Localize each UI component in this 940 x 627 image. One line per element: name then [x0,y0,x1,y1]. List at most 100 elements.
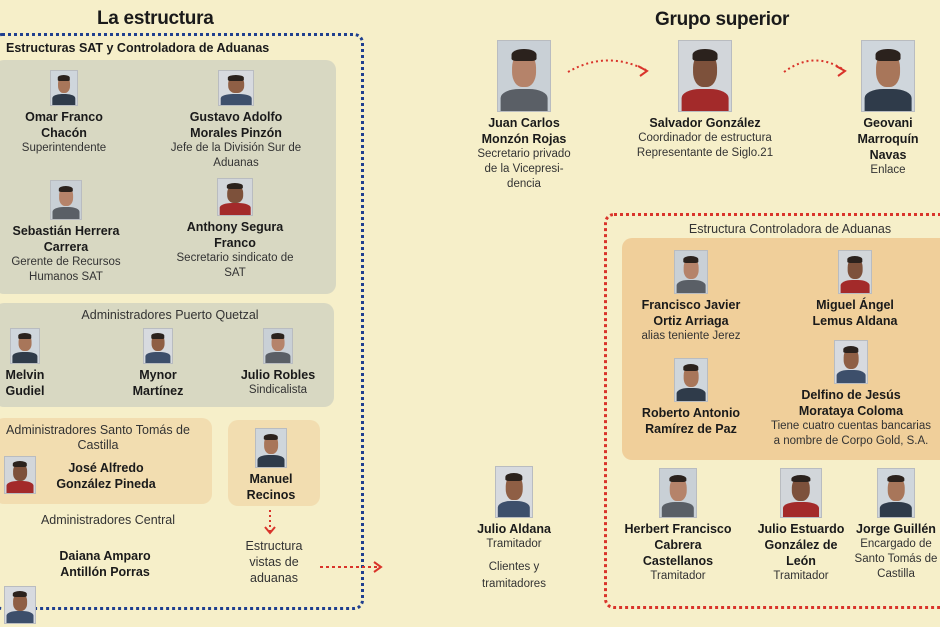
person-name: Juan Carlos Monzón Rojas [481,116,567,146]
person-photo-icon [143,328,173,364]
person-name: Geovani Marroquín Navas [857,116,919,162]
photo-hair [847,256,863,263]
person-role: alias teniente Jerez [641,330,741,342]
photo-shoulders [6,611,34,623]
person-name: Francisco Javier Ortiz Arriaga [641,298,741,328]
clientes-note: Clientes y tramitadores [482,561,546,590]
person-role: Tramitador [650,570,706,582]
photo-head [693,52,717,88]
photo-hair [226,183,244,190]
person-photo-icon [50,180,82,220]
person-photo-icon [838,250,872,294]
person-name: Roberto Antonio Ramírez de Paz [641,406,741,436]
dotted-arrow-icon [320,561,383,573]
dotted-arrow-icon [567,59,649,77]
photo-hair [57,75,71,81]
person-card: Daiana Amparo Antillón Porras [40,548,170,580]
person-role: Secretario privado de la Vicepresi- denc… [477,148,571,190]
photo-head [264,435,278,455]
person-photo-icon [50,70,78,106]
estructura-note: Estructura vistas de aduanas [245,539,303,585]
controladora-label: Estructura Controladora de Aduanas [688,222,892,236]
person-name: Gustavo Adolfo Morales Pinzón [189,110,283,140]
person-name: José Alfredo González Pineda [56,461,156,491]
photo-hair [271,333,285,339]
photo-shoulders [265,352,291,363]
person-name: Omar Franco Chacón [25,110,103,140]
person-photo-icon [678,40,732,112]
person-role: Tramitador [773,570,829,582]
photo-hair [18,333,32,339]
photo-shoulders [220,94,252,105]
person-role: Jefe de la División Sur de Aduanas [170,142,302,169]
right-title: Grupo superior [655,9,790,30]
photo-head [683,257,699,279]
photo-shoulders [6,481,34,493]
left-structure-frame [0,33,364,610]
photo-head [505,475,523,500]
person-card: Salvador González Coordinador de estruct… [625,40,785,161]
person-photo-icon [217,178,253,216]
person-name: Delfino de Jesús Morataya Coloma [798,388,904,418]
person-role: Tramitador [486,538,542,550]
person-card: Julio Robles Sindicalista [228,328,328,398]
photo-head [13,592,27,611]
person-card: Jorge Guillén Encargado de Santo Tomás d… [852,468,940,582]
photo-hair [511,49,537,61]
photo-hair [151,333,165,339]
photo-hair [12,591,28,598]
person-name: Melvin Gudiel [5,368,45,398]
person-photo-icon [10,328,40,364]
photo-head [59,187,73,207]
photo-shoulders [681,88,729,111]
photo-hair [683,256,699,263]
person-role: Gerente de Recursos Humanos SAT [11,256,121,283]
photo-shoulders [52,206,80,219]
photo-head [151,334,165,352]
person-role: Coordinador de estructura Representante … [636,132,774,159]
photo-shoulders [145,352,171,363]
photo-hair [58,185,74,192]
person-photo-icon [495,466,533,518]
sat-section-label: Estructuras SAT y Controladora de Aduana… [6,41,270,55]
person-photo-icon [834,340,868,384]
person-photo-icon [861,40,915,112]
person-card: Gustavo Adolfo Morales Pinzón Jefe de la… [156,70,316,171]
person-name: Anthony Segura Franco [186,220,284,250]
dotted-arrow-icon [264,510,276,535]
person-card: Herbert Francisco Cabrera Castellanos Tr… [614,468,742,584]
photo-hair [887,474,905,483]
photo-head [13,462,27,481]
photo-hair [875,49,901,61]
person-card: Julio Estuardo González de León Tramitad… [746,468,856,584]
photo-hair [692,49,718,61]
santo-tomas-section-label: Administradores Santo Tomás de Castilla [6,423,190,452]
person-name: Sebastián Herrera Carrera [12,224,120,254]
photo-shoulders [676,279,706,293]
person-photo-icon [255,428,287,468]
person-card: Mynor Martínez [120,328,196,399]
photo-head [227,184,243,203]
left-title: La estructura [97,8,214,29]
photo-shoulders [52,94,76,105]
photo-hair [669,474,687,483]
photo-shoulders [879,501,913,517]
person-card: Sebastián Herrera Carrera Gerente de Rec… [0,180,134,285]
photo-head [18,334,32,352]
photo-shoulders [676,387,706,401]
person-card: Melvin Gudiel [0,328,58,399]
photo-shoulders [257,454,285,467]
central-section-label: Administradores Central [40,513,176,527]
photo-head [791,476,811,501]
photo-head [887,476,905,501]
photo-shoulders [12,352,38,363]
photo-head [271,334,285,352]
photo-shoulders [500,88,548,111]
person-photo-icon [4,456,36,494]
person-card: Omar Franco Chacón Superintendente [0,70,130,156]
photo-shoulders [864,88,912,111]
photo-head [876,52,900,88]
person-card: Delfino de Jesús Morataya Coloma Tiene c… [762,340,940,449]
photo-head [843,347,859,369]
person-photo-icon [674,250,708,294]
